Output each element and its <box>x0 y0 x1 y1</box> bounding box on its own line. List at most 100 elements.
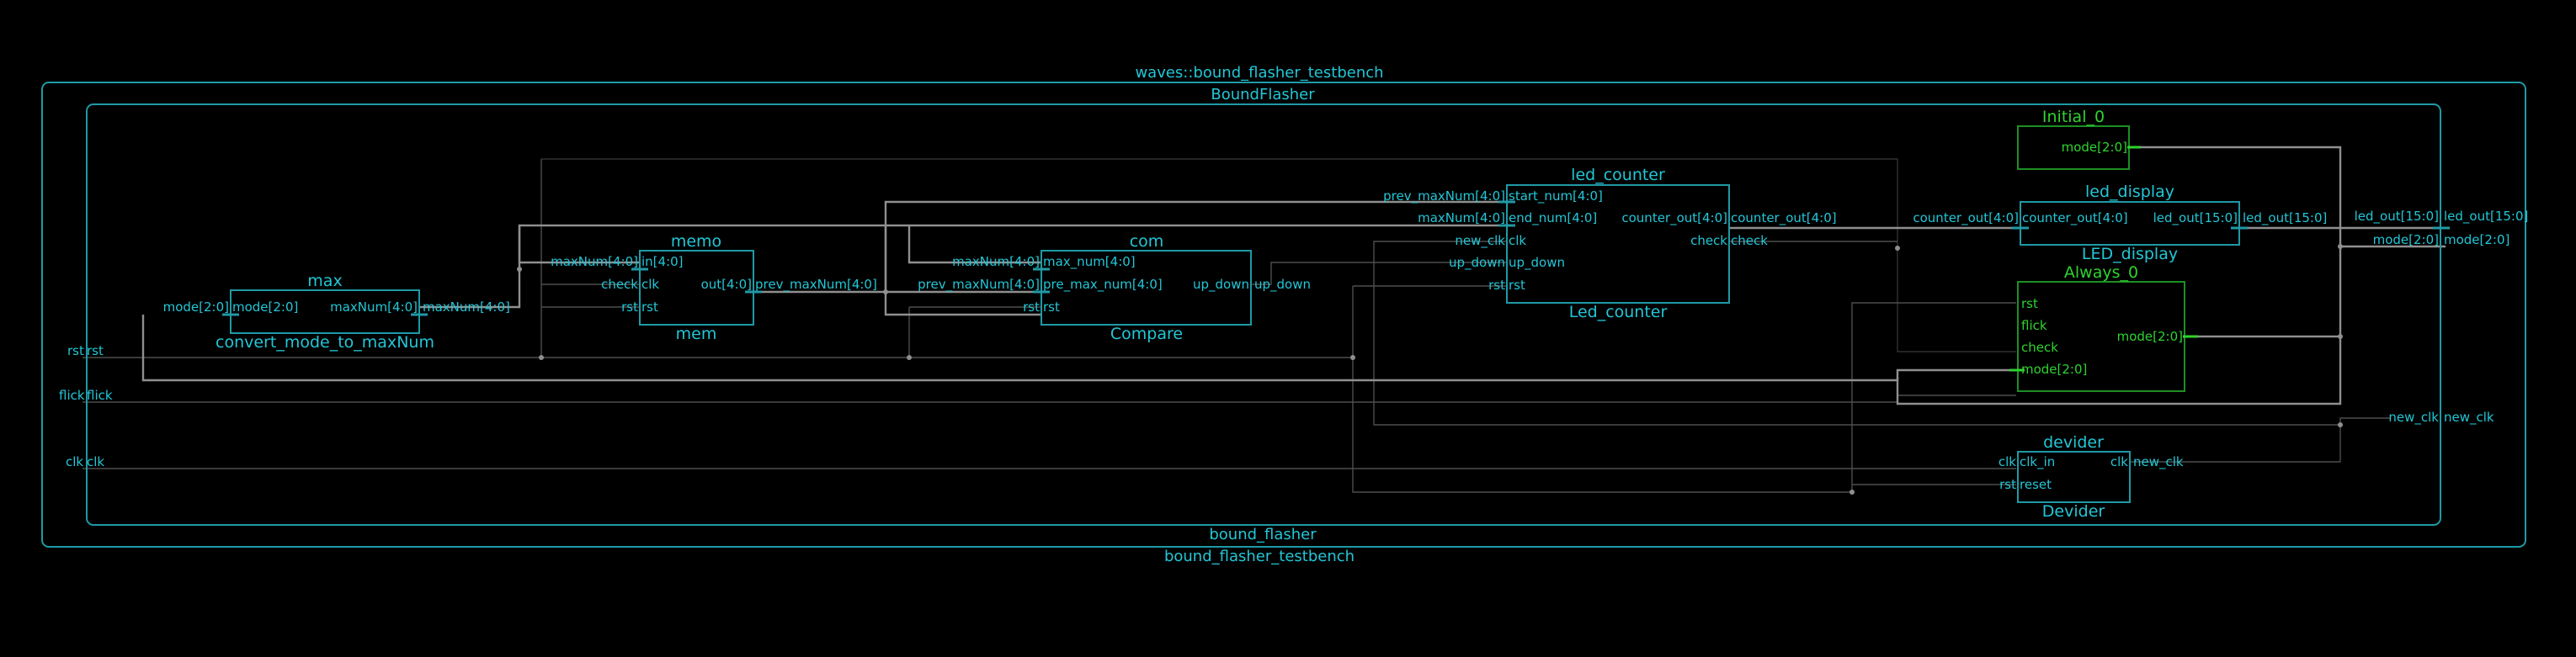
ledd-net-ledout: led_out[15:0] <box>2243 210 2327 226</box>
block-always[interactable]: Always_0 rst flick check mode[2:0] mode[… <box>2009 263 2198 392</box>
com-net-rst: rst <box>1023 299 1040 315</box>
block-memo-box <box>639 250 754 326</box>
junction-6 <box>1895 246 1900 251</box>
top-clk-label: clk <box>87 454 104 469</box>
max-net-maxnum: maxNum[4:0] <box>423 299 510 315</box>
junction-5 <box>1350 355 1355 360</box>
initial-port-mode: mode[2:0] <box>2062 140 2127 155</box>
ledc-net-clk: new_clk <box>1455 233 1505 249</box>
ledd-port-ledout: led_out[15:0] <box>2153 210 2238 226</box>
memo-port-rst: rst <box>641 299 658 315</box>
memo-net-out: prev_maxNum[4:0] <box>755 277 877 293</box>
ledc-net-start: prev_maxNum[4:0] <box>1383 188 1505 204</box>
top-module-footer: bound_flasher <box>1209 526 1317 543</box>
block-initial[interactable]: Initial_0 mode[2:0] <box>2017 108 2141 170</box>
block-led-counter[interactable]: led_counter Led_counter prev_maxNum[4:0]… <box>1383 166 1836 321</box>
top-new-clk-inner: new_clk <box>2388 410 2439 426</box>
max-port-mode: mode[2:0] <box>232 299 298 315</box>
wire-flick <box>82 395 2016 403</box>
memo-port-in: in[4:0] <box>641 254 684 269</box>
always-port-check: check <box>2021 340 2058 355</box>
max-net-mode: mode[2:0] <box>163 299 229 315</box>
com-net-pre: prev_maxNum[4:0] <box>918 277 1040 293</box>
top-module-title: BoundFlasher <box>1211 86 1315 103</box>
block-led-display[interactable]: led_display LED_display counter_out[4:0]… <box>1913 183 2327 263</box>
always-port-flick: flick <box>2021 318 2047 333</box>
memo-net-clk: check <box>601 277 638 292</box>
block-memo-module: mem <box>676 325 717 343</box>
block-memo[interactable]: memo mem maxNum[4:0] in[4:0] check clk r… <box>551 232 877 343</box>
top-port-led-out: led_out[15:0] led_out[15:0] <box>2355 209 2528 230</box>
tb-flick-label: flick <box>59 388 85 403</box>
junction-8 <box>2338 244 2343 249</box>
always-port-mode-in: mode[2:0] <box>2021 362 2087 377</box>
block-devider-module: Devider <box>2042 502 2105 521</box>
com-port-updown: up_down <box>1193 277 1249 293</box>
block-com-instance: com <box>1130 232 1164 251</box>
testbench-title: waves::bound_flasher_testbench <box>1135 64 1383 82</box>
junction-2 <box>539 355 544 360</box>
wires <box>82 146 2446 495</box>
ledd-net-counter: counter_out[4:0] <box>1913 210 2019 226</box>
com-net-maxnum: maxNum[4:0] <box>952 254 1040 269</box>
block-max-box <box>230 289 420 334</box>
block-com-box <box>1041 250 1252 326</box>
wire-rst-down <box>1352 286 2016 493</box>
memo-port-clk: clk <box>641 277 659 292</box>
testbench-footer: bound_flasher_testbench <box>1164 548 1355 565</box>
block-memo-instance: memo <box>671 232 721 251</box>
dev-port-reset: reset <box>2020 477 2052 492</box>
wire-devider-newclk <box>2130 425 2341 463</box>
junction-3 <box>883 289 888 294</box>
testbench-frame <box>41 82 2526 548</box>
block-led-display-instance: led_display <box>2085 183 2174 201</box>
top-led-out-outer: led_out[15:0] <box>2444 209 2528 225</box>
junction-9 <box>2338 334 2343 339</box>
ledd-port-counter: counter_out[4:0] <box>2022 210 2128 226</box>
top-module-frame <box>86 103 2441 526</box>
top-port-new-clk: new_clk new_clk <box>2388 410 2494 426</box>
dev-port-clkin: clk_in <box>2020 454 2055 470</box>
junction-10 <box>2338 422 2343 427</box>
ledc-port-start: start_num[4:0] <box>1509 188 1603 204</box>
ledc-net-counter: counter_out[4:0] <box>1731 210 1837 226</box>
dev-net-reset: rst <box>1999 477 2016 492</box>
wire-rail-top <box>541 158 2016 352</box>
tb-clk-label: clk <box>66 454 83 469</box>
top-mode-outer: mode[2:0] <box>2444 232 2509 247</box>
block-always-instance: Always_0 <box>2064 263 2138 282</box>
ledc-net-updown: up_down <box>1449 255 1505 271</box>
block-led-display-module: LED_display <box>2082 245 2178 263</box>
top-port-flick: flick flick <box>59 388 113 403</box>
block-max[interactable]: max convert_mode_to_maxNum mode[2:0] mod… <box>163 272 510 352</box>
block-led-display-box <box>2020 201 2240 246</box>
bus-maxnum-3 <box>518 225 640 264</box>
memo-net-in: maxNum[4:0] <box>551 254 638 269</box>
top-led-out-inner: led_out[15:0] <box>2355 209 2439 225</box>
block-com[interactable]: com Compare maxNum[4:0] max_num[4:0] pre… <box>918 232 1311 343</box>
block-led-counter-instance: led_counter <box>1571 166 1665 184</box>
bus-maxnum-to-com <box>907 225 1041 264</box>
ledc-port-end: end_num[4:0] <box>1509 210 1597 226</box>
block-com-module: Compare <box>1110 325 1183 343</box>
always-port-mode-out: mode[2:0] <box>2117 329 2183 344</box>
junction-4 <box>907 355 912 360</box>
top-port-mode: mode[2:0] mode[2:0] <box>2373 232 2510 247</box>
ledc-port-updown: up_down <box>1509 255 1565 271</box>
top-mode-inner: mode[2:0] <box>2373 232 2439 247</box>
memo-port-out: out[4:0] <box>701 277 752 292</box>
block-max-instance: max <box>307 272 342 290</box>
ledc-net-end: maxNum[4:0] <box>1418 210 1505 225</box>
block-devider-instance: devider <box>2043 433 2104 452</box>
com-port-pre: pre_max_num[4:0] <box>1043 277 1163 293</box>
top-port-rst: rst rst <box>67 343 104 358</box>
dev-net-newclk: new_clk <box>2133 454 2184 470</box>
dev-port-clk: clk <box>2110 454 2128 469</box>
block-devider[interactable]: devider Devider clk clk_in rst reset clk… <box>1999 433 2184 521</box>
junction-7 <box>1850 490 1855 495</box>
block-led-counter-module: Led_counter <box>1569 303 1668 321</box>
always-port-rst: rst <box>2021 296 2038 311</box>
ledc-port-counter: counter_out[4:0] <box>1621 210 1727 226</box>
top-rst-label: rst <box>87 343 104 358</box>
